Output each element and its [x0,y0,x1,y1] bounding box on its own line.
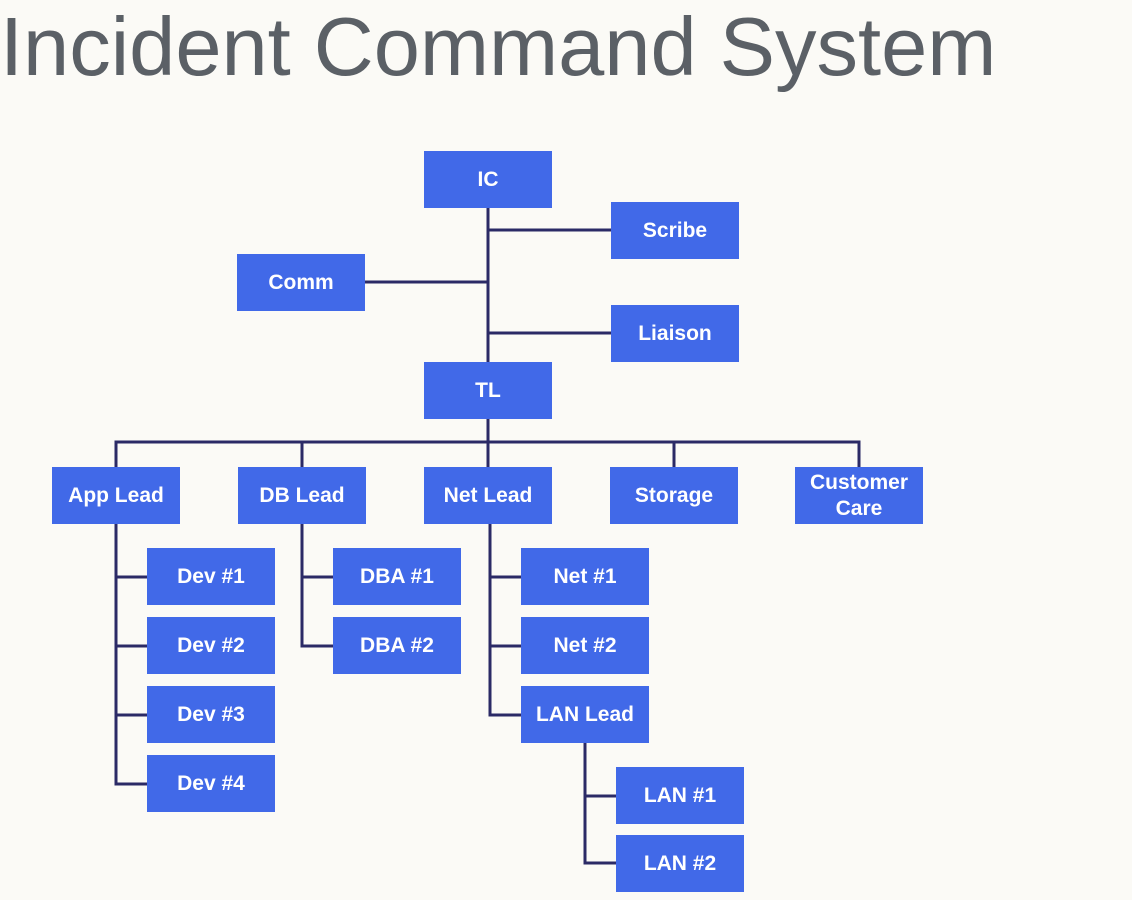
node-dev-4: Dev #4 [147,755,275,812]
node-comm: Comm [237,254,365,311]
node-dev-2: Dev #2 [147,617,275,674]
node-liaison: Liaison [611,305,739,362]
node-net-2: Net #2 [521,617,649,674]
node-dba-2: DBA #2 [333,617,461,674]
node-ic: IC [424,151,552,208]
node-customer-care: Customer Care [795,467,923,524]
node-lan-1: LAN #1 [616,767,744,824]
node-dev-1: Dev #1 [147,548,275,605]
page-title: Incident Command System [0,0,997,93]
node-dba-1: DBA #1 [333,548,461,605]
node-storage: Storage [610,467,738,524]
node-net-1: Net #1 [521,548,649,605]
node-scribe: Scribe [611,202,739,259]
node-tl: TL [424,362,552,419]
node-net-lead: Net Lead [424,467,552,524]
node-lan-2: LAN #2 [616,835,744,892]
node-dev-3: Dev #3 [147,686,275,743]
node-db-lead: DB Lead [238,467,366,524]
node-lan-lead: LAN Lead [521,686,649,743]
node-app-lead: App Lead [52,467,180,524]
